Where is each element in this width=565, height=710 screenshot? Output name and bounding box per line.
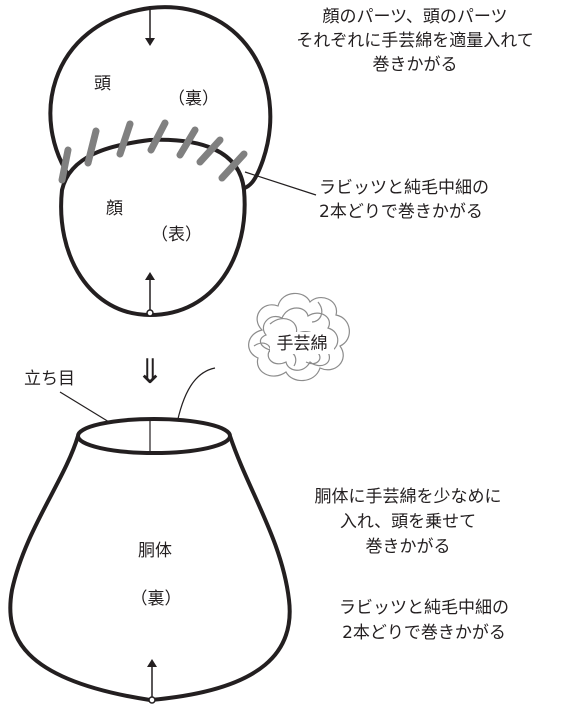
torso-outline <box>8 435 292 703</box>
yarn-note-line-2: 2本どりで巻きかがる <box>319 202 483 222</box>
seam-stitches <box>58 119 248 184</box>
face-outline <box>59 137 247 318</box>
face-side-label: （表） <box>151 225 202 245</box>
cotton-label-bg <box>270 332 334 354</box>
torso-label: 胴体 <box>138 541 172 561</box>
torso-start-point <box>148 696 156 704</box>
yarn-note-line-1: ラビッツと純毛中細の <box>319 178 489 198</box>
head-back-side-label: （裏） <box>168 88 219 109</box>
torso-side-label: （裏） <box>131 588 182 609</box>
body-note-line-3: 巻きかがる <box>366 537 451 557</box>
head-back-outline <box>48 5 273 192</box>
head-back-label: 頭 <box>94 74 111 94</box>
body-note-line-1: 胴体に手芸綿を少なめに <box>315 487 502 507</box>
stuffing-note-line-1: 顔のパーツ、頭のパーツ <box>323 7 508 27</box>
stuffing-note-line-2: それぞれに手芸綿を適量入れて <box>296 31 534 51</box>
face-start-point <box>146 309 154 317</box>
yarn-note-2-line-2: 2本どりで巻きかがる <box>342 623 506 643</box>
torso-opening <box>76 417 232 455</box>
raised-row-label: 立ち目 <box>24 369 75 389</box>
cotton-label: 手芸綿 <box>277 334 328 354</box>
down-double-arrow: ⇓ <box>136 352 165 392</box>
body-note-line-2: 入れ、頭を乗せて <box>340 512 476 532</box>
stuffing-note-line-3: 巻きかがる <box>373 55 458 75</box>
face-label: 顔 <box>106 199 123 219</box>
yarn-note-2-line-1: ラビッツと純毛中細の <box>339 598 509 618</box>
yarn-note-leader <box>244 171 317 196</box>
